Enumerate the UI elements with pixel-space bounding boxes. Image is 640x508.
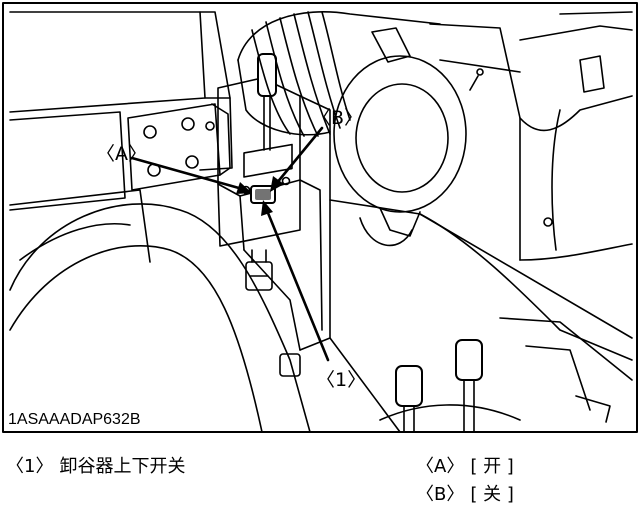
leader-arrows [130,126,330,362]
illustration-svg: 〈A〉 〈B〉 〈1〉 1ASAAADAP632B [2,2,638,433]
callout-1: 〈1〉 [316,369,366,391]
figure-code: 1ASAAADAP632B [8,411,141,428]
legend-ref-a: 〈A〉 [416,456,465,477]
legend-text-b: [ 关 ] [470,484,514,505]
air-cleaner [237,11,467,247]
legend: 〈1〉卸谷器上下开关 〈A〉[ 开 ] 〈B〉[ 关 ] [0,434,640,508]
technical-illustration: 〈A〉 〈B〉 〈1〉 1ASAAADAP632B [2,2,638,433]
legend-item-a: 〈A〉[ 开 ] [416,452,520,478]
clip [279,353,301,377]
right-frame [429,11,633,261]
wire-connector [245,249,273,291]
legend-ref-1: 〈1〉 [6,456,54,477]
mounting-bracket [127,103,231,191]
control-lever [257,53,277,151]
grain-unloader-switch [250,185,276,204]
legend-item-b: 〈B〉[ 关 ] [416,480,520,506]
callout-b: 〈B〉 [312,107,363,129]
legend-text-1: 卸谷器上下开关 [59,456,186,477]
figure-frame [2,2,638,433]
operating-levers [379,339,521,433]
floor-deck [329,199,633,433]
seat-console [9,203,311,433]
switch-housing [217,77,331,351]
legend-ref-b: 〈B〉 [416,484,465,505]
callout-a: 〈A〉 [96,143,147,165]
legend-item-1: 〈1〉卸谷器上下开关 [6,452,191,478]
legend-text-a: [ 开 ] [470,456,514,477]
